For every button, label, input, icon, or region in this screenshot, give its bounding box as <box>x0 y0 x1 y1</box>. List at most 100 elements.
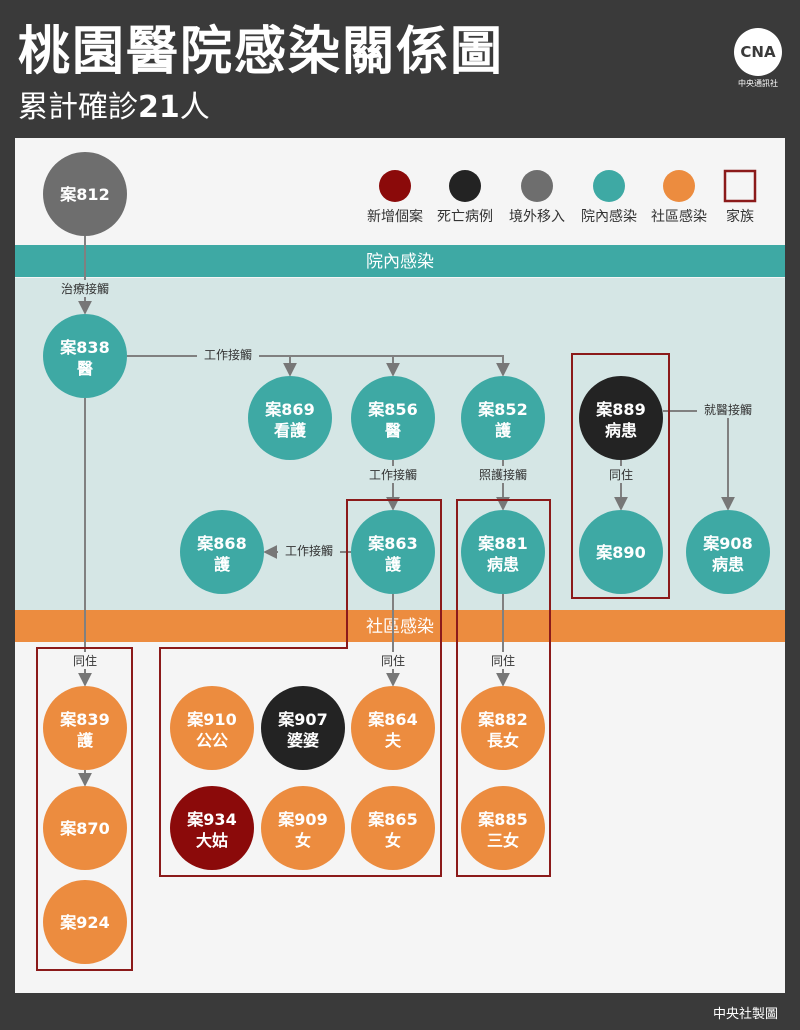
edge-label-881-882: 同住 <box>491 654 515 668</box>
case-label-907: 案907 <box>277 710 327 729</box>
case-node-882: 案882 長女 <box>461 686 545 770</box>
case-role-907: 婆婆 <box>287 731 319 750</box>
case-role-868: 護 <box>214 555 231 574</box>
case-label-865: 案865 <box>367 810 417 829</box>
case-circle-881 <box>461 510 545 594</box>
subtitle-suffix: 人 <box>179 90 210 125</box>
edge-838-852 <box>290 355 510 377</box>
legend-label-5: 家族 <box>726 208 754 225</box>
subtitle-count: 21 <box>138 90 180 125</box>
case-circle-838 <box>43 314 127 398</box>
page-title: 桃園醫院感染關係圖 <box>18 22 505 82</box>
case-label-889: 案889 <box>595 400 645 419</box>
cna-logo-icon: CNA <box>734 28 782 76</box>
footer-credit: 中央社製圖 <box>712 1007 778 1022</box>
case-label-838: 案838 <box>59 338 109 357</box>
case-circle-934 <box>170 786 254 870</box>
case-circle-890 <box>579 510 663 594</box>
case-circle-856 <box>351 376 435 460</box>
family-box-881 <box>456 499 551 877</box>
edge-label-889-890: 同住 <box>609 468 633 482</box>
hospital-band-label: 院內感染 <box>366 252 434 272</box>
edge-label-bg <box>67 652 103 669</box>
case-role-864: 夫 <box>385 731 402 750</box>
edge-label-bg <box>54 280 116 297</box>
case-node-852: 案852 護 <box>461 376 545 460</box>
case-role-882: 長女 <box>487 731 519 750</box>
case-label-870: 案870 <box>59 819 109 838</box>
case-circle-910 <box>170 686 254 770</box>
family-box-839 <box>36 647 133 971</box>
community-band <box>15 610 785 642</box>
case-label-863: 案863 <box>367 534 417 553</box>
legend-swatch-hospital <box>593 170 625 202</box>
case-node-812: 案812 <box>43 152 127 236</box>
case-node-881: 案881 病患 <box>461 510 545 594</box>
case-circle-852 <box>461 376 545 460</box>
case-circle-907 <box>261 686 345 770</box>
case-role-909: 女 <box>295 831 311 850</box>
edge-label-bg <box>375 652 411 669</box>
case-node-864: 案864 夫 <box>351 686 435 770</box>
case-circle-882 <box>461 686 545 770</box>
legend-swatch-death <box>449 170 481 202</box>
legend-label-1: 死亡病例 <box>437 209 493 225</box>
case-label-908: 案908 <box>702 534 752 553</box>
case-label-852: 案852 <box>477 400 527 419</box>
case-circle-889 <box>579 376 663 460</box>
case-circle-885 <box>461 786 545 870</box>
case-role-885: 三女 <box>487 831 519 850</box>
case-node-907: 案907 婆婆 <box>261 686 345 770</box>
edge-label-889-908: 就醫接觸 <box>704 402 752 417</box>
case-circle-909 <box>261 786 345 870</box>
case-role-865: 女 <box>385 831 401 850</box>
edge-label-bg <box>697 401 759 418</box>
legend-item-3: 院內感染 <box>581 170 637 225</box>
case-circle-869 <box>248 376 332 460</box>
case-label-924: 案924 <box>59 913 109 932</box>
case-label-909: 案909 <box>277 810 327 829</box>
legend-swatch-imported <box>521 170 553 202</box>
case-node-889: 案889 病患 <box>579 376 663 460</box>
case-circle-864 <box>351 686 435 770</box>
case-circle-865 <box>351 786 435 870</box>
legend-swatch-community <box>663 170 695 202</box>
case-node-890: 案890 <box>579 510 663 594</box>
legend-swatch-new_case <box>379 170 411 202</box>
legend-swatch-family <box>723 169 757 203</box>
case-circle-908 <box>686 510 770 594</box>
legend-item-4: 社區感染 <box>651 170 707 225</box>
case-label-881: 案881 <box>477 534 527 553</box>
case-node-909: 案909 女 <box>261 786 345 870</box>
logo-caption: 中央通訊社 <box>738 79 778 88</box>
case-node-870: 案870 <box>43 786 127 870</box>
edge-label-812-838: 治療接觸 <box>61 281 109 296</box>
case-role-881: 病患 <box>487 555 519 574</box>
case-role-910: 公公 <box>196 731 228 750</box>
page-subtitle: 累計確診21人 <box>18 88 210 128</box>
case-label-869: 案869 <box>264 400 314 419</box>
edge-label-bg <box>603 466 639 483</box>
edge-label-838-839: 同住 <box>73 654 97 668</box>
legend-label-3: 院內感染 <box>581 208 637 225</box>
hospital-band <box>15 245 785 277</box>
edge-label-bg <box>472 466 534 483</box>
case-circle-812 <box>43 152 127 236</box>
legend-label-2: 境外移入 <box>509 209 565 225</box>
case-label-882: 案882 <box>477 710 527 729</box>
case-role-852: 護 <box>495 421 512 440</box>
edge-label-bg <box>278 542 340 559</box>
case-label-934: 案934 <box>186 810 236 829</box>
case-label-864: 案864 <box>367 710 417 729</box>
case-label-890: 案890 <box>595 543 645 562</box>
case-role-889: 病患 <box>605 421 637 440</box>
